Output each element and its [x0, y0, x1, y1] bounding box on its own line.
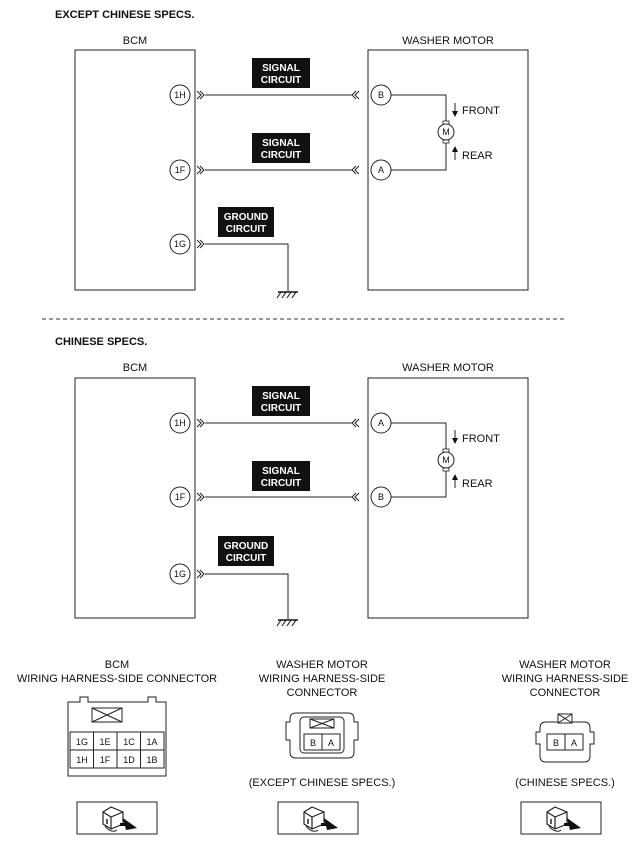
bcm-connector-title: BCM — [105, 659, 129, 671]
front-label: FRONT — [462, 105, 500, 117]
signal-circuit-text: CIRCUIT — [261, 478, 302, 489]
connector-pin-label: 1B — [146, 755, 157, 765]
bcm-label: BCM — [123, 35, 147, 47]
signal-circuit-text: CIRCUIT — [261, 150, 302, 161]
signal-circuit-box — [252, 461, 310, 491]
bcm-pin-label: 1H — [174, 418, 186, 428]
chinese-section-title: CHINESE SPECS. — [55, 336, 147, 348]
signal-circuit-box — [252, 386, 310, 416]
motor-connector-title: CONNECTOR — [530, 687, 601, 699]
ground-circuit-text: CIRCUIT — [226, 224, 267, 235]
connector-pin-label: 1A — [146, 737, 157, 747]
ground-circuit-text: GROUND — [224, 212, 268, 223]
connector-pin-label: B — [310, 738, 316, 748]
bcm-pin-1g — [169, 563, 191, 585]
motor-pin-label: A — [378, 418, 384, 428]
washer-motor-label: WASHER MOTOR — [402, 362, 494, 374]
ground-circuit-text: CIRCUIT — [226, 553, 267, 564]
motor-connector-title: CONNECTOR — [287, 687, 358, 699]
washer-motor-box — [367, 377, 529, 619]
motor-connector-title: WASHER MOTOR — [519, 659, 611, 671]
motor-symbol: M — [442, 455, 450, 465]
connector-pin-label: 1H — [76, 755, 88, 765]
washer-motor-label: WASHER MOTOR — [402, 35, 494, 47]
ground-symbol-icon — [276, 291, 299, 299]
motor-symbol: M — [442, 127, 450, 137]
connector-pin-label: 1E — [99, 737, 110, 747]
ground-circuit-box — [218, 207, 274, 237]
bcm-pin-1g — [169, 233, 191, 255]
washer-motor-box — [367, 49, 529, 291]
motor-pin-label: B — [378, 492, 384, 502]
connector-pin-label: B — [553, 738, 559, 748]
motor-connector-title: WASHER MOTOR — [276, 659, 368, 671]
signal-circuit-text: SIGNAL — [262, 391, 300, 402]
bcm-pin-1h — [169, 84, 191, 106]
motor-pin-label: B — [378, 90, 384, 100]
connector-view-icon — [277, 801, 359, 835]
signal-circuit-box — [252, 58, 310, 88]
connector-view-icon — [76, 801, 158, 835]
connector-pin-label: A — [571, 738, 577, 748]
ground-wire — [205, 573, 289, 619]
bcm-pin-label: 1H — [174, 90, 186, 100]
motor-connector-caption: (CHINESE SPECS.) — [515, 777, 615, 789]
bcm-pin-label: 1F — [175, 492, 186, 502]
arrow-down-icon — [452, 438, 458, 444]
signal-circuit-box — [252, 133, 310, 163]
signal-circuit-text: SIGNAL — [262, 138, 300, 149]
motor-connector-title: WIRING HARNESS-SIDE — [502, 673, 629, 685]
bcm-pin-1f — [169, 486, 191, 508]
signal-circuit-text: SIGNAL — [262, 63, 300, 74]
arrow-down-icon — [452, 111, 458, 117]
bcm-label: BCM — [123, 362, 147, 374]
ground-circuit-text: GROUND — [224, 541, 268, 552]
connector-pin-label: 1C — [123, 737, 135, 747]
rear-label: REAR — [462, 478, 493, 490]
signal-circuit-text: SIGNAL — [262, 466, 300, 477]
connector-pin-label: 1G — [76, 737, 88, 747]
ground-circuit-box — [218, 536, 274, 566]
connector-pin-label: 1F — [100, 755, 111, 765]
arrow-up-icon — [452, 474, 458, 480]
rear-label: REAR — [462, 150, 493, 162]
connector-pin-label: 1D — [123, 755, 135, 765]
bcm-box — [74, 377, 196, 619]
ground-wire — [205, 243, 289, 291]
bcm-box — [74, 49, 196, 291]
except-section-title: EXCEPT CHINESE SPECS. — [55, 9, 194, 21]
motor-pin-label: A — [378, 165, 384, 175]
connector-view-icon — [520, 801, 602, 835]
bcm-pin-label: 1G — [174, 569, 186, 579]
connector-pin-label: A — [328, 738, 334, 748]
signal-circuit-text: CIRCUIT — [261, 75, 302, 86]
bcm-connector-title: WIRING HARNESS-SIDE CONNECTOR — [17, 673, 217, 685]
motor-connector-caption: (EXCEPT CHINESE SPECS.) — [249, 777, 396, 789]
bcm-pin-1h — [169, 412, 191, 434]
front-label: FRONT — [462, 433, 500, 445]
arrow-up-icon — [452, 146, 458, 152]
ground-symbol-icon — [276, 619, 299, 627]
bcm-pin-1f — [169, 159, 191, 181]
signal-circuit-text: CIRCUIT — [261, 403, 302, 414]
bcm-pin-label: 1F — [175, 165, 186, 175]
motor-connector-title: WIRING HARNESS-SIDE — [259, 673, 386, 685]
bcm-pin-label: 1G — [174, 239, 186, 249]
